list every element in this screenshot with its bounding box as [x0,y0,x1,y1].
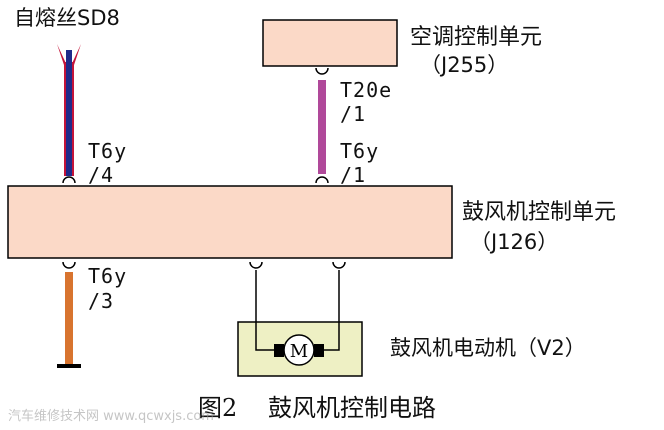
watermark: 汽车维修技术网 www.qcwxjs.com [8,409,214,424]
left-bottom-pin-connector: T6y [88,264,128,288]
motor-brush-right [314,344,324,357]
ac-control-unit-box [262,19,398,67]
motor-symbol-circle [283,334,315,366]
fuse-label: 自熔丝SD8 [14,6,120,30]
ac-pin-number: /1 [340,102,367,126]
right-top-pin-number: /1 [340,163,367,187]
motor-label: 鼓风机电动机（V2） [390,336,586,360]
motor-connector-left [249,261,263,269]
blower-unit-code: （J126） [470,230,559,254]
ac-connector-top [315,67,329,75]
fuse-connector [62,176,76,184]
ac-unit-code: （J255） [420,53,509,77]
blower-unit-name: 鼓风机控制单元 [462,200,617,225]
motor-connector-right [332,261,346,269]
fuse-wire-core [66,50,72,176]
ground-connector [62,261,76,269]
ground-wire [65,272,73,364]
right-top-pin-connector: T6y [340,139,380,163]
ac-connector-bottom [315,176,329,184]
motor-symbol: M [290,341,308,362]
left-top-pin-connector: T6y [88,139,128,163]
motor-wire-left [255,270,276,351]
motor-brush-left [274,344,284,357]
left-top-pin-number: /4 [88,163,115,187]
motor-wire-right [322,270,340,351]
figure-caption: 鼓风机控制电路 [268,394,436,422]
ground-symbol [57,364,81,368]
ac-unit-name: 空调控制单元 [410,25,543,50]
figure-number: 图2 [198,394,238,422]
left-bottom-pin-number: /3 [88,289,115,313]
ac-wire [318,80,326,174]
ac-pin-connector: T20e [340,78,393,102]
blower-control-unit-box [7,185,453,259]
